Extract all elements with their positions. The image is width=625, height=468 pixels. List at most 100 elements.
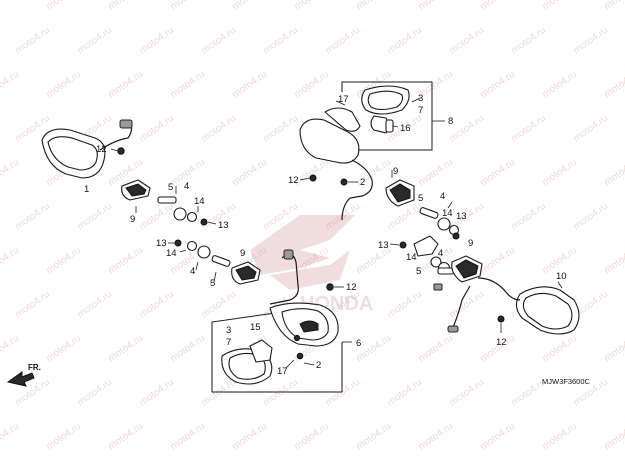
watermark-text-20: moto4.ru (571, 25, 610, 57)
callout-4c: 4 (440, 191, 445, 202)
center-left-winker-unit (168, 239, 261, 285)
watermark-text-91: moto4.ru (168, 333, 207, 365)
callout-4d: 4 (438, 248, 443, 259)
callout-5c: 5 (418, 193, 423, 204)
direction-label: FR. (28, 363, 41, 372)
watermark-text-113: moto4.ru (168, 421, 207, 453)
rear-winker-group (211, 302, 352, 393)
watermark-text-110: moto4.ru (0, 421, 21, 453)
watermark-text-101: moto4.ru (137, 377, 176, 409)
watermark-text-118: moto4.ru (478, 421, 517, 453)
watermark-text-44: moto4.ru (0, 157, 21, 189)
watermark-text-67: moto4.ru (44, 245, 83, 277)
callout-13c: 13 (456, 211, 467, 222)
callout-2: 2 (360, 177, 365, 188)
watermark-text-26: moto4.ru (230, 69, 269, 101)
callout-4: 4 (184, 181, 189, 192)
watermark-text-102: moto4.ru (199, 377, 238, 409)
watermark-text-32: moto4.ru (602, 69, 625, 101)
watermark-text-9: moto4.ru (540, 0, 579, 12)
watermark-text-17: moto4.ru (385, 25, 424, 57)
watermark-text-57: moto4.ru (137, 201, 176, 233)
watermark-text-95: moto4.ru (416, 333, 455, 365)
callout-14c: 14 (442, 208, 453, 219)
watermark-text-106: moto4.ru (447, 377, 486, 409)
watermark-text-5: moto4.ru (292, 0, 331, 12)
watermark-text-24: moto4.ru (106, 69, 145, 101)
diagram-code: MJW3F3600C (542, 377, 591, 386)
watermark-text-16: moto4.ru (323, 25, 362, 57)
watermark-text-84: moto4.ru (447, 289, 486, 321)
watermark-text-55: moto4.ru (13, 201, 52, 233)
callout-13b: 13 (156, 238, 167, 249)
callout-9: 9 (130, 214, 135, 225)
callout-5: 5 (168, 182, 173, 193)
center-wiring (269, 249, 344, 305)
watermark-text-100: moto4.ru (75, 377, 114, 409)
watermark-text-114: moto4.ru (230, 421, 269, 453)
right-center-winker-unit (389, 235, 483, 291)
right-winker-unit (385, 170, 460, 240)
callout-3: 3 (418, 93, 423, 104)
watermark-text-119: moto4.ru (540, 421, 579, 453)
watermark-text-103: moto4.ru (261, 377, 300, 409)
watermark-text-117: moto4.ru (416, 421, 455, 453)
watermark-text-77: moto4.ru (13, 289, 52, 321)
watermark-text-90: moto4.ru (106, 333, 145, 365)
callout-7b: 7 (226, 337, 231, 348)
watermark-text-42: moto4.ru (571, 113, 610, 145)
watermark-text-51: moto4.ru (416, 157, 455, 189)
watermark-text-115: moto4.ru (292, 421, 331, 453)
watermark-text-104: moto4.ru (323, 377, 362, 409)
watermark-text-35: moto4.ru (137, 113, 176, 145)
callout-9b: 9 (240, 248, 245, 259)
watermark-text-48: moto4.ru (230, 157, 269, 189)
callout-12: 12 (96, 144, 107, 155)
watermark-text-10: moto4.ru (602, 0, 625, 12)
watermark-text-66: moto4.ru (0, 245, 21, 277)
callout-1: 1 (84, 184, 89, 195)
watermark-text-64: moto4.ru (571, 201, 610, 233)
watermark-text-8: moto4.ru (478, 0, 517, 12)
front-direction-arrow: FR. (6, 363, 41, 387)
callout-labels: 1 12 9 5 4 14 13 13 14 4 5 9 12 17 3 7 8… (84, 93, 567, 377)
watermark-text-12: moto4.ru (75, 25, 114, 57)
callout-13d: 13 (378, 240, 389, 251)
watermark-text-88: moto4.ru (0, 333, 21, 365)
watermark-text-2: moto4.ru (106, 0, 145, 12)
front-right-winker-group (299, 81, 445, 221)
watermark-text-78: moto4.ru (75, 289, 114, 321)
left-winker-unit (121, 179, 217, 226)
watermark-text-79: moto4.ru (137, 289, 176, 321)
watermark-text-30: moto4.ru (478, 69, 517, 101)
watermark-text-31: moto4.ru (540, 69, 579, 101)
callout-17b: 17 (277, 366, 288, 377)
watermark-text-3: moto4.ru (168, 0, 207, 12)
callout-14d: 14 (406, 252, 417, 263)
watermark-text-83: moto4.ru (385, 289, 424, 321)
watermark-text-6: moto4.ru (354, 0, 393, 12)
watermark-text-63: moto4.ru (509, 201, 548, 233)
left-mirror-assembly (41, 119, 133, 179)
watermark-text-13: moto4.ru (137, 25, 176, 57)
callout-5d: 5 (416, 266, 421, 277)
watermark-text-11: moto4.ru (13, 25, 52, 57)
callout-17: 17 (338, 94, 349, 105)
watermark-text-116: moto4.ru (354, 421, 393, 453)
callout-6: 6 (356, 338, 361, 349)
watermark-text-22: moto4.ru (0, 69, 21, 101)
callout-14b: 14 (166, 248, 177, 259)
watermark-text-53: moto4.ru (540, 157, 579, 189)
watermark-text-61: moto4.ru (385, 201, 424, 233)
watermark-text-97: moto4.ru (540, 333, 579, 365)
watermark-text-1: moto4.ru (44, 0, 83, 12)
watermark-text-41: moto4.ru (509, 113, 548, 145)
watermark-text-18: moto4.ru (447, 25, 486, 57)
watermark-text-37: moto4.ru (261, 113, 300, 145)
watermark-text-56: moto4.ru (75, 201, 114, 233)
watermark-text-112: moto4.ru (106, 421, 145, 453)
watermark-text-54: moto4.ru (602, 157, 625, 189)
watermark-text-19: moto4.ru (509, 25, 548, 57)
callout-4b: 4 (190, 266, 195, 277)
